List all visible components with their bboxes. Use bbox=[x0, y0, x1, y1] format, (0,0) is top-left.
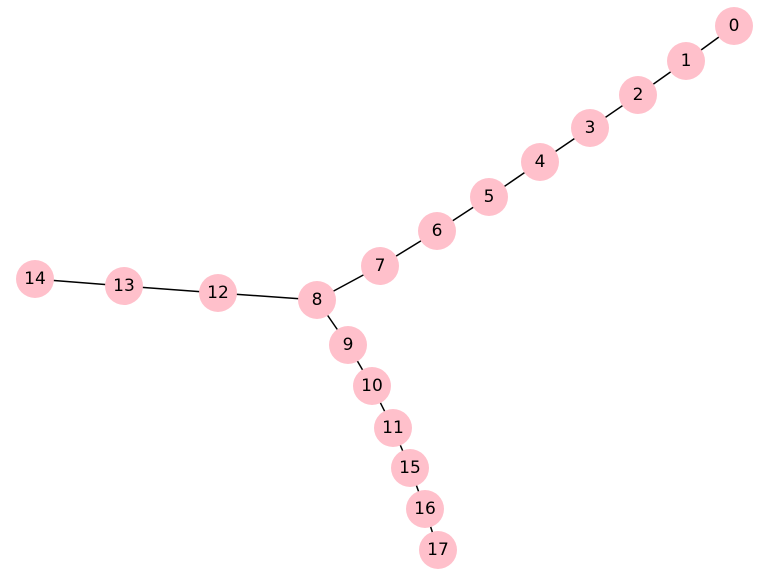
node-label-6: 6 bbox=[432, 221, 443, 241]
node-5: 5 bbox=[470, 178, 508, 216]
node-circle-7 bbox=[361, 247, 399, 285]
node-label-11: 11 bbox=[382, 418, 404, 438]
node-circle-8 bbox=[298, 281, 336, 319]
node-circle-0 bbox=[715, 7, 753, 45]
node-circle-6 bbox=[418, 212, 456, 250]
node-label-5: 5 bbox=[484, 187, 495, 207]
node-16: 16 bbox=[406, 490, 444, 528]
node-label-8: 8 bbox=[312, 290, 323, 310]
node-circle-13 bbox=[105, 267, 143, 305]
node-15: 15 bbox=[391, 449, 429, 487]
node-14: 14 bbox=[16, 260, 54, 298]
node-circle-2 bbox=[619, 76, 657, 114]
node-circle-17 bbox=[419, 531, 457, 569]
node-circle-14 bbox=[16, 260, 54, 298]
node-label-7: 7 bbox=[375, 256, 386, 276]
node-label-3: 3 bbox=[585, 118, 596, 138]
node-label-13: 13 bbox=[113, 276, 135, 296]
node-7: 7 bbox=[361, 247, 399, 285]
node-circle-16 bbox=[406, 490, 444, 528]
node-3: 3 bbox=[571, 109, 609, 147]
node-label-10: 10 bbox=[361, 376, 383, 396]
node-8: 8 bbox=[298, 281, 336, 319]
node-circle-11 bbox=[374, 409, 412, 447]
node-13: 13 bbox=[105, 267, 143, 305]
node-circle-12 bbox=[199, 274, 237, 312]
node-label-17: 17 bbox=[427, 540, 449, 560]
node-2: 2 bbox=[619, 76, 657, 114]
node-4: 4 bbox=[521, 143, 559, 181]
node-label-15: 15 bbox=[399, 458, 421, 478]
node-17: 17 bbox=[419, 531, 457, 569]
node-label-16: 16 bbox=[414, 499, 436, 519]
node-circle-10 bbox=[353, 367, 391, 405]
node-label-12: 12 bbox=[207, 283, 229, 303]
node-label-14: 14 bbox=[24, 269, 46, 289]
node-6: 6 bbox=[418, 212, 456, 250]
node-10: 10 bbox=[353, 367, 391, 405]
node-circle-15 bbox=[391, 449, 429, 487]
node-9: 9 bbox=[329, 326, 367, 364]
node-label-1: 1 bbox=[681, 51, 692, 71]
node-circle-9 bbox=[329, 326, 367, 364]
node-label-2: 2 bbox=[633, 85, 644, 105]
node-circle-4 bbox=[521, 143, 559, 181]
node-label-4: 4 bbox=[535, 152, 546, 172]
node-label-9: 9 bbox=[343, 335, 354, 355]
node-circle-5 bbox=[470, 178, 508, 216]
node-circle-1 bbox=[667, 42, 705, 80]
node-0: 0 bbox=[715, 7, 753, 45]
node-label-0: 0 bbox=[729, 16, 740, 36]
node-circle-3 bbox=[571, 109, 609, 147]
node-11: 11 bbox=[374, 409, 412, 447]
node-1: 1 bbox=[667, 42, 705, 80]
node-12: 12 bbox=[199, 274, 237, 312]
